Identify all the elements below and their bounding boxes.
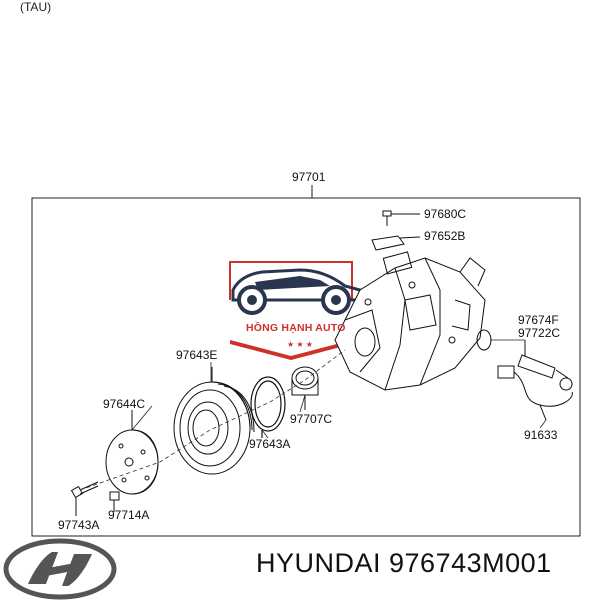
leader-lines (131, 339, 547, 439)
pressure-sensor (517, 340, 573, 391)
callout-91633: 91633 (524, 428, 558, 442)
callout-97701: 97701 (292, 170, 326, 184)
callout-97714A: 97714A (108, 508, 150, 522)
callout-97707C: 97707C (290, 412, 333, 426)
callout-97652B: 97652B (424, 229, 466, 243)
watermark-logo (229, 261, 362, 360)
callout-97643E: 97643E (176, 348, 218, 362)
bolt-97680C (382, 210, 420, 226)
bracket-97652B (371, 235, 421, 251)
hyundai-logo-icon (3, 538, 117, 600)
part-number-title: HYUNDAI 976743M001 (256, 548, 552, 578)
callout-97644C: 97644C (103, 397, 146, 411)
callout-97680C: 97680C (424, 207, 467, 221)
callout-97743A: 97743A (58, 518, 100, 532)
callout-97643A: 97643A (249, 437, 291, 451)
watermark-stars: ★ ★ ★ (287, 340, 313, 349)
wiring-harness-91633 (497, 365, 573, 421)
callout-97722C: 97722C (518, 326, 561, 340)
watermark-text: HỒNG HẠNH AUTO (246, 322, 346, 334)
callout-97674F: 97674F (518, 313, 559, 327)
pulley-97643E (173, 367, 255, 475)
region-note: (TAU) (20, 0, 52, 14)
assembly-frame (31, 197, 581, 537)
snap-ring-97643A (250, 376, 286, 438)
bolt-97743A (70, 481, 99, 516)
compressor-body (334, 251, 486, 391)
shim-97714A (109, 491, 120, 512)
bearing-97707C (291, 366, 319, 410)
assembly-axis (79, 349, 346, 491)
o-ring (476, 329, 492, 351)
hub-plate-97644C (105, 410, 159, 495)
